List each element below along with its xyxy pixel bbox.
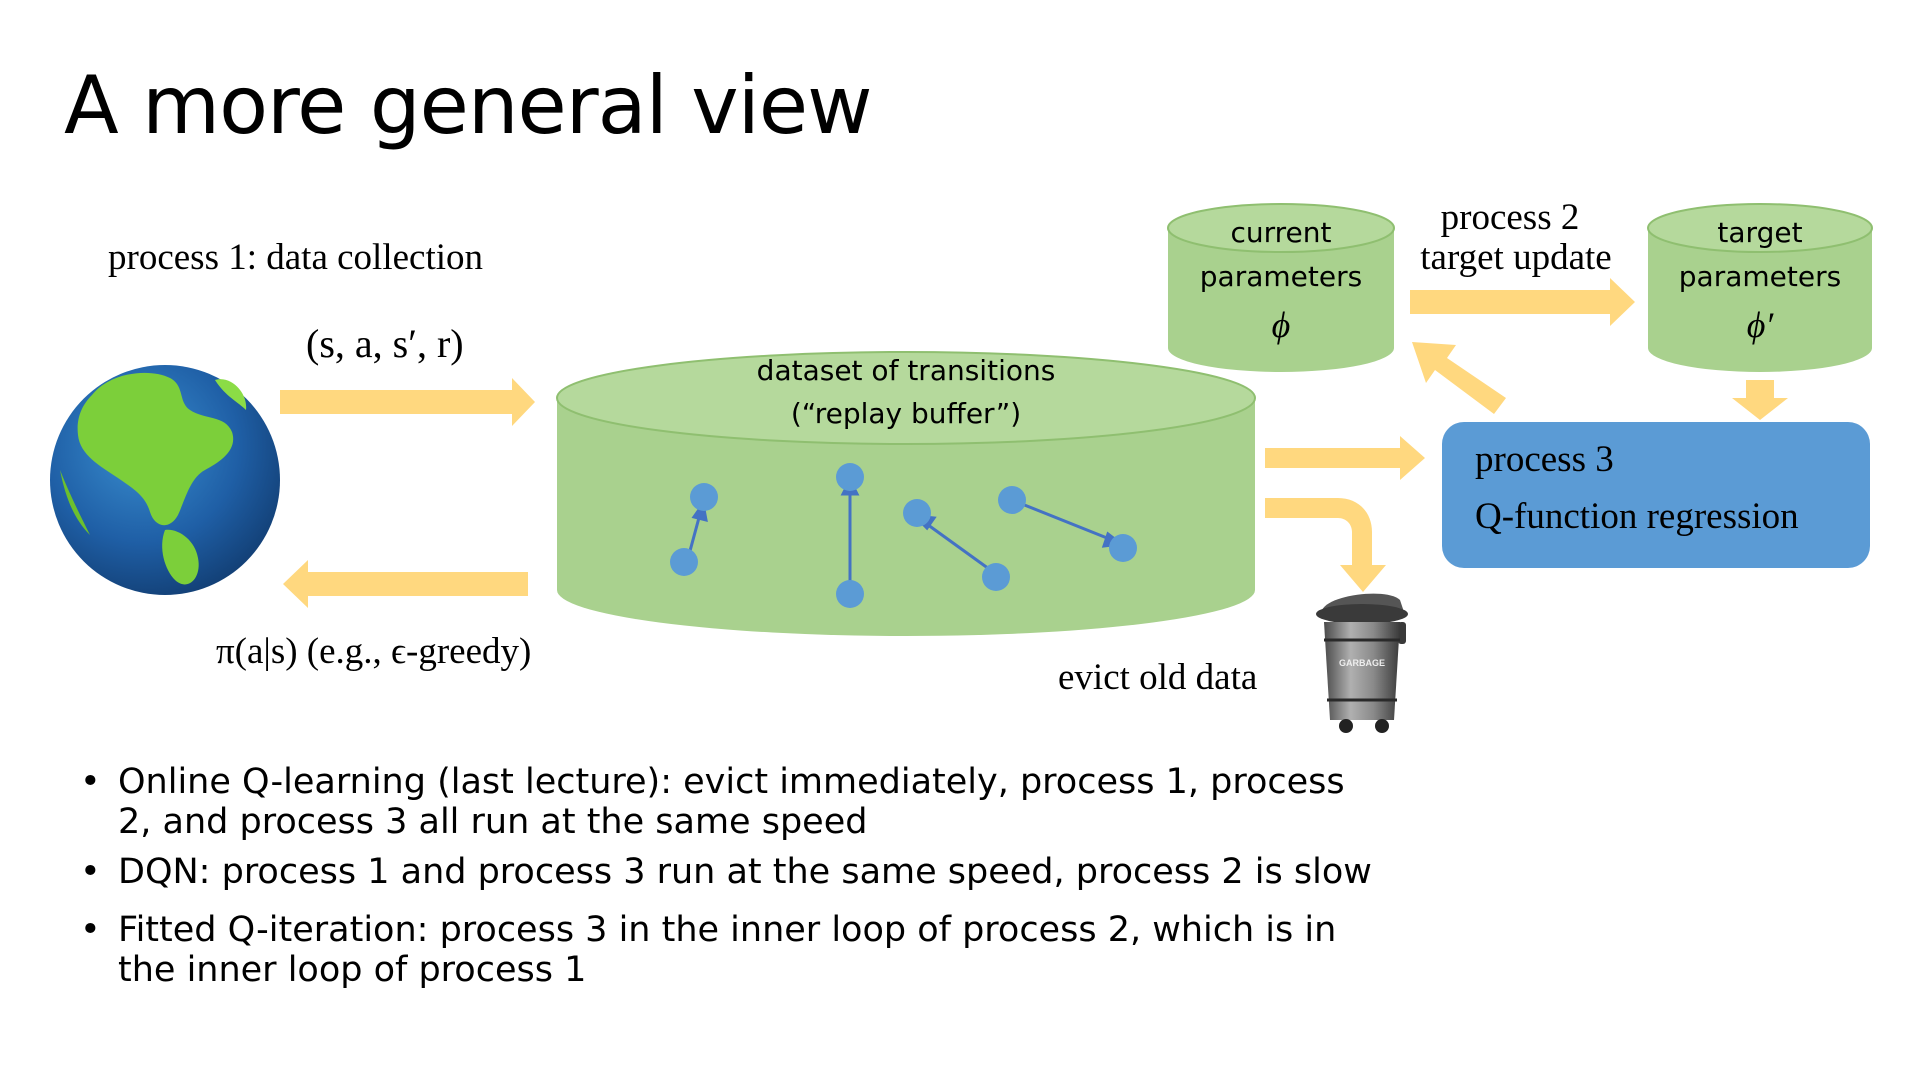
process3-box: [1442, 422, 1870, 568]
transition-dot: [1109, 534, 1137, 562]
target-to-process3-arrow: [1732, 380, 1788, 420]
process2-line2: target update: [1420, 237, 1612, 278]
process1-label: process 1: data collection: [108, 237, 484, 278]
current-params-line1: current: [1230, 216, 1332, 249]
transition-dot: [836, 580, 864, 608]
bullet-item: • Online Q-learning (last lecture): evic…: [80, 762, 1380, 842]
data-collection-arrow: [280, 378, 535, 426]
target-params-symbol: ϕ′: [1746, 305, 1774, 345]
bullet-text: DQN: process 1 and process 3 run at the …: [118, 852, 1372, 892]
transition-tuple: (s, a, s′, r): [306, 321, 464, 366]
current-parameters-cylinder: [1167, 203, 1395, 372]
bullet-glyph: •: [80, 910, 101, 950]
transition-dot: [836, 463, 864, 491]
policy-label: π(a|s) (e.g., ϵ-greedy): [216, 631, 532, 672]
bullet-item: • DQN: process 1 and process 3 run at th…: [80, 852, 1380, 892]
transition-dot: [998, 486, 1026, 514]
earth-globe-icon: [50, 365, 280, 595]
current-params-symbol: ϕ: [1271, 305, 1291, 345]
target-parameters-cylinder: [1647, 203, 1873, 372]
process3-line1: process 3: [1475, 439, 1614, 480]
evict-arrow: [1265, 498, 1386, 592]
target-params-line1: target: [1717, 216, 1803, 249]
process2-line1: process 2: [1440, 197, 1580, 238]
bullet-glyph: •: [80, 852, 101, 892]
target-params-line2: parameters: [1678, 260, 1842, 293]
buffer-title-line2: (“replay buffer”): [790, 397, 1022, 430]
evict-label: evict old data: [1058, 657, 1258, 698]
bullet-text: Online Q-learning (last lecture): evict …: [118, 762, 1345, 842]
slide-title: A more general view: [64, 59, 873, 152]
process3-line2: Q-function regression: [1475, 496, 1799, 537]
buffer-to-process3-arrow: [1265, 436, 1425, 480]
garbage-can-icon: GARBAGE: [1316, 593, 1408, 733]
transition-dot: [903, 499, 931, 527]
update-params-arrow: [1412, 342, 1506, 414]
policy-arrow: [283, 560, 528, 608]
current-params-line2: parameters: [1199, 260, 1363, 293]
bullet-text: Fitted Q-iteration: process 3 in the inn…: [118, 910, 1337, 990]
transition-dots: [670, 463, 1137, 608]
garbage-label: GARBAGE: [1339, 658, 1385, 668]
transition-dot: [670, 548, 698, 576]
transition-dot: [982, 563, 1010, 591]
bullet-list: • Online Q-learning (last lecture): evic…: [80, 762, 1380, 1000]
bullet-glyph: •: [80, 762, 101, 802]
target-update-arrow: [1410, 278, 1635, 326]
transition-dot: [690, 483, 718, 511]
buffer-title-line1: dataset of transitions: [756, 354, 1056, 387]
bullet-item: • Fitted Q-iteration: process 3 in the i…: [80, 910, 1380, 990]
